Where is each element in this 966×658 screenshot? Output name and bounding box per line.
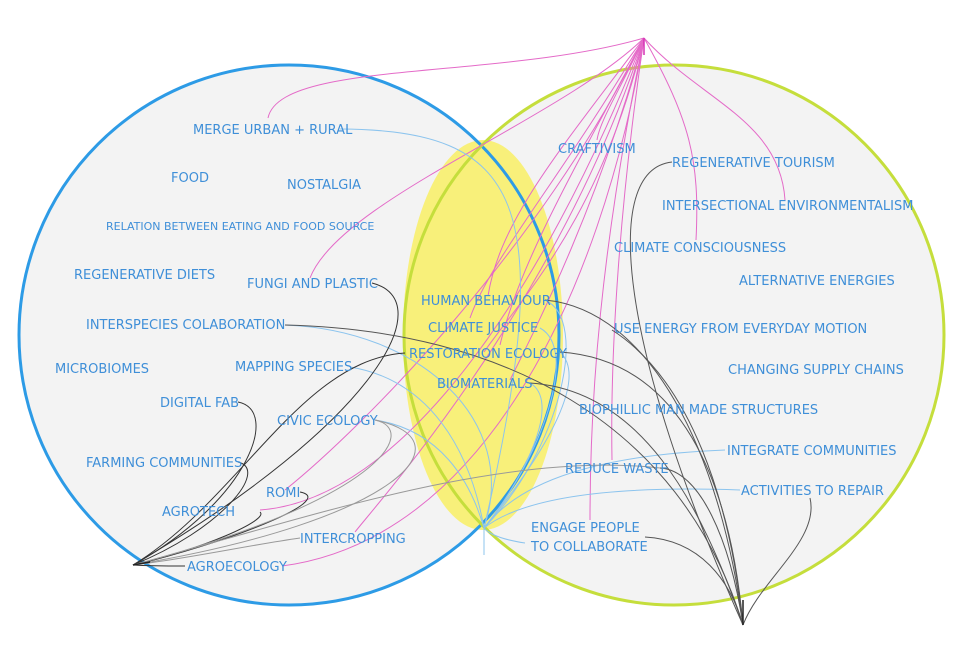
label-craftivism: CRAFTIVISM (558, 142, 636, 157)
label-mapping-species: MAPPING SPECIES (235, 360, 352, 375)
label-farming-communities: FARMING COMMUNITIES (86, 456, 242, 471)
label-biomaterials: BIOMATERIALS (437, 377, 533, 392)
label-agroecology: AGROECOLOGY (187, 560, 287, 575)
label-reduce-waste: REDUCE WASTE (565, 462, 669, 477)
label-climate-justice: CLIMATE JUSTICE (428, 321, 538, 336)
label-human-behaviour: HUMAN BEHAVIOUR (421, 294, 551, 309)
dark-links-right (284, 161, 812, 626)
magenta-links (259, 37, 786, 567)
left-circle-fill (19, 65, 559, 605)
label-civic-ecology: CIVIC ECOLOGY (277, 414, 378, 429)
label-intercropping: INTERCROPPING (300, 532, 406, 547)
label-fungi-plastic: FUNGI AND PLASTIC (247, 277, 378, 292)
label-activities-repair: ACTIVITIES TO REPAIR (741, 484, 884, 499)
label-regenerative-diets: REGENERATIVE DIETS (74, 268, 215, 283)
label-nostalgia: NOSTALGIA (287, 178, 361, 193)
label-use-energy: USE ENERGY FROM EVERYDAY MOTION (614, 322, 867, 337)
label-food: FOOD (171, 171, 209, 186)
label-digital-fab: DIGITAL FAB (160, 396, 239, 411)
overlap-region (403, 140, 563, 530)
label-intersectional-env: INTERSECTIONAL ENVIRONMENTALISM (662, 199, 913, 214)
left-circle-outline (17, 63, 561, 607)
label-merge-urban-rural: MERGE URBAN + RURAL (193, 123, 353, 138)
label-relation-eating: RELATION BETWEEN EATING AND FOOD SOURCE (106, 220, 374, 233)
label-biophillic: BIOPHILLIC MAN MADE STRUCTURES (579, 403, 818, 418)
label-microbiomes: MICROBIOMES (55, 362, 149, 377)
label-restoration-ecology: RESTORATION ECOLOGY (409, 347, 567, 362)
label-engage-people-1: ENGAGE PEOPLE (531, 521, 640, 536)
label-alternative-energies: ALTERNATIVE ENERGIES (739, 274, 895, 289)
label-changing-supply: CHANGING SUPPLY CHAINS (728, 363, 904, 378)
label-interspecies: INTERSPECIES COLABORATION (86, 318, 285, 333)
label-climate-consciousness: CLIMATE CONSCIOUSNESS (614, 241, 786, 256)
label-integrate-communities: INTEGRATE COMMUNITIES (727, 444, 897, 459)
bottom-left-node-stem (132, 561, 151, 566)
blue-links (284, 128, 741, 555)
dark-links-left (132, 282, 406, 567)
right-circle-outline (402, 63, 946, 607)
label-romi: ROMI (266, 486, 300, 501)
label-engage-people-2: TO COLLABORATE (530, 540, 648, 555)
label-regenerative-tourism: REGENERATIVE TOURISM (672, 156, 835, 171)
label-agrotech: AGROTECH (162, 505, 235, 520)
gray-links-left (132, 419, 661, 566)
